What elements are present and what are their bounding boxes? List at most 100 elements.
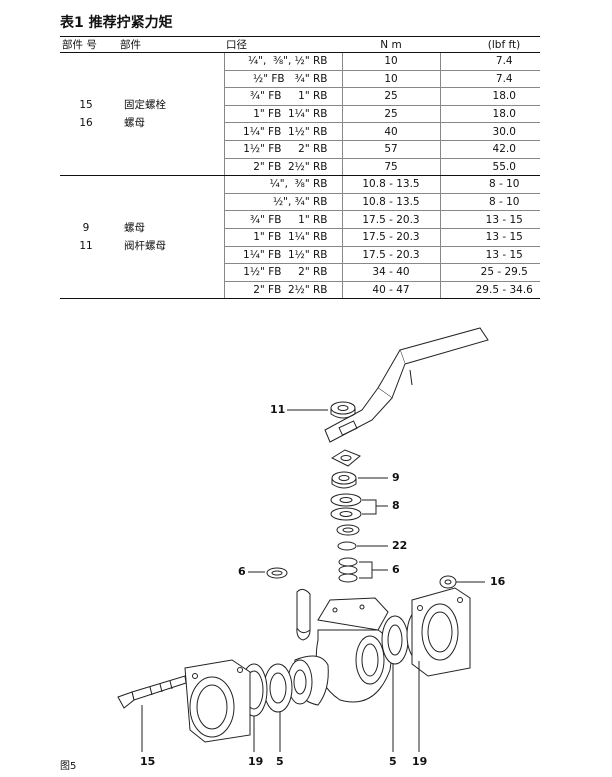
lbf-cell: 18.0 [440, 87, 540, 106]
group1-parts: 15 固定螺栓 16 螺母 [60, 52, 224, 177]
size-cell: 1¼" FB 1½" RB [223, 246, 343, 265]
nm-cell: 40 [342, 122, 441, 141]
fixing-bolt-15 [117, 675, 187, 709]
callout-6-seal: 6 [238, 565, 246, 578]
valve-ball [287, 655, 329, 706]
nm-cell: 10.8 - 13.5 [342, 193, 441, 212]
size-cell: ¼", ⅜", ½" RB [223, 52, 343, 71]
callout-6-packing: 6 [392, 563, 400, 576]
header-size: 口径 [224, 36, 342, 53]
part-number: 9 [82, 222, 90, 235]
table-header-row: 部件 号 部件 口径 N m (lbf ft) [60, 36, 540, 53]
lbf-cell: 42.0 [440, 140, 540, 159]
lock-plate [330, 449, 361, 467]
table-row: 1¼" FB 1½" RB 40 30.0 [60, 122, 540, 141]
header-part-no: 部件 号 [60, 36, 118, 53]
size-cell: ¾" FB 1" RB [223, 87, 343, 106]
callout-19-left: 19 [248, 755, 264, 768]
disc-springs-8 [330, 493, 362, 521]
size-cell: ½" FB ¾" RB [223, 70, 343, 89]
nm-cell: 10.8 - 13.5 [342, 175, 441, 194]
size-cell: ¾" FB 1" RB [223, 210, 343, 229]
nut-9 [331, 471, 357, 489]
table-row: 2" FB 2½" RB 40 - 47 29.5 - 34.6 [60, 281, 540, 300]
part-number: 15 [79, 99, 93, 112]
table-row: 1" FB 1¼" RB 17.5 - 20.3 13 - 15 [60, 228, 540, 247]
table-title: 表1 推荐拧紧力矩 [60, 15, 173, 31]
size-cell: 1½" FB 2" RB [223, 263, 343, 282]
nm-cell: 40 - 47 [342, 281, 441, 300]
stem-nut-11 [330, 401, 356, 419]
nm-cell: 75 [342, 158, 441, 177]
right-seat-5 [381, 615, 409, 665]
nm-cell: 25 [342, 87, 441, 106]
callout-11: 11 [270, 403, 286, 416]
table-row: ½" FB ¾" RB 10 7.4 [60, 70, 540, 89]
table-row: 1¼" FB 1½" RB 17.5 - 20.3 13 - 15 [60, 246, 540, 265]
handle-lever [324, 327, 489, 443]
callout-16: 16 [490, 575, 506, 588]
nm-cell: 57 [342, 140, 441, 159]
lbf-cell: 13 - 15 [440, 246, 540, 265]
header-part: 部件 [118, 36, 224, 53]
nm-cell: 17.5 - 20.3 [342, 210, 441, 229]
part-name: 螺母 [124, 222, 145, 235]
nm-cell: 17.5 - 20.3 [342, 228, 441, 247]
header-nm: N m [342, 36, 440, 53]
lbf-cell: 7.4 [440, 70, 540, 89]
left-end-connector [184, 659, 251, 743]
torque-table: 部件 号 部件 口径 N m (lbf ft) 15 固定螺栓 16 螺母 ¼", … [60, 36, 540, 300]
callout-15: 15 [140, 755, 156, 768]
size-cell: 2" FB 2½" RB [223, 158, 343, 177]
right-end-connector [411, 587, 471, 677]
o-ring-22 [337, 541, 357, 551]
table-row: ¾" FB 1" RB 17.5 - 20.3 13 - 15 [60, 210, 540, 229]
valve-body [315, 597, 392, 703]
callout-5-right: 5 [389, 755, 397, 768]
part-number: 16 [79, 117, 93, 130]
lbf-cell: 7.4 [440, 52, 540, 71]
table-row: 1½" FB 2" RB 57 42.0 [60, 140, 540, 159]
lbf-cell: 30.0 [440, 122, 540, 141]
callout-9: 9 [392, 471, 400, 484]
stem-washer [336, 524, 360, 536]
left-seat-5 [263, 663, 293, 713]
valve-stem [296, 588, 311, 641]
callout-5-left: 5 [276, 755, 284, 768]
table-row: 1" FB 1¼" RB 25 18.0 [60, 105, 540, 124]
size-cell: 2" FB 2½" RB [223, 281, 343, 300]
seal-ring-6 [266, 567, 288, 579]
size-cell: ¼", ⅜" RB [223, 175, 343, 194]
table-row: 1½" FB 2" RB 34 - 40 25 - 29.5 [60, 263, 540, 282]
nm-cell: 10 [342, 70, 441, 89]
callout-19-right: 19 [412, 755, 428, 768]
lbf-cell: 18.0 [440, 105, 540, 124]
nm-cell: 10 [342, 52, 441, 71]
figure-label: 图5 [60, 761, 77, 772]
callout-22: 22 [392, 539, 408, 552]
lbf-cell: 25 - 29.5 [440, 263, 540, 282]
part-name: 固定螺栓 [124, 99, 166, 112]
nm-cell: 34 - 40 [342, 263, 441, 282]
nm-cell: 25 [342, 105, 441, 124]
callout-8: 8 [392, 499, 400, 512]
lbf-cell: 8 - 10 [440, 193, 540, 212]
nut-16 [439, 575, 457, 589]
table-row: ½", ¾" RB 10.8 - 13.5 8 - 10 [60, 193, 540, 212]
packing-rings-6 [338, 557, 358, 583]
size-cell: 1½" FB 2" RB [223, 140, 343, 159]
table-row: 15 固定螺栓 16 螺母 ¼", ⅜", ½" RB 10 7.4 [60, 52, 540, 177]
part-name: 螺母 [124, 117, 145, 130]
nm-cell: 17.5 - 20.3 [342, 246, 441, 265]
lbf-cell: 13 - 15 [440, 228, 540, 247]
header-lbf: (lbf ft) [440, 36, 540, 53]
size-cell: ½", ¾" RB [223, 193, 343, 212]
lbf-cell: 13 - 15 [440, 210, 540, 229]
part-name: 阀杆螺母 [124, 240, 166, 253]
lbf-cell: 8 - 10 [440, 175, 540, 194]
table-row: ¾" FB 1" RB 25 18.0 [60, 87, 540, 106]
size-cell: 1" FB 1¼" RB [223, 228, 343, 247]
size-cell: 1¼" FB 1½" RB [223, 122, 343, 141]
